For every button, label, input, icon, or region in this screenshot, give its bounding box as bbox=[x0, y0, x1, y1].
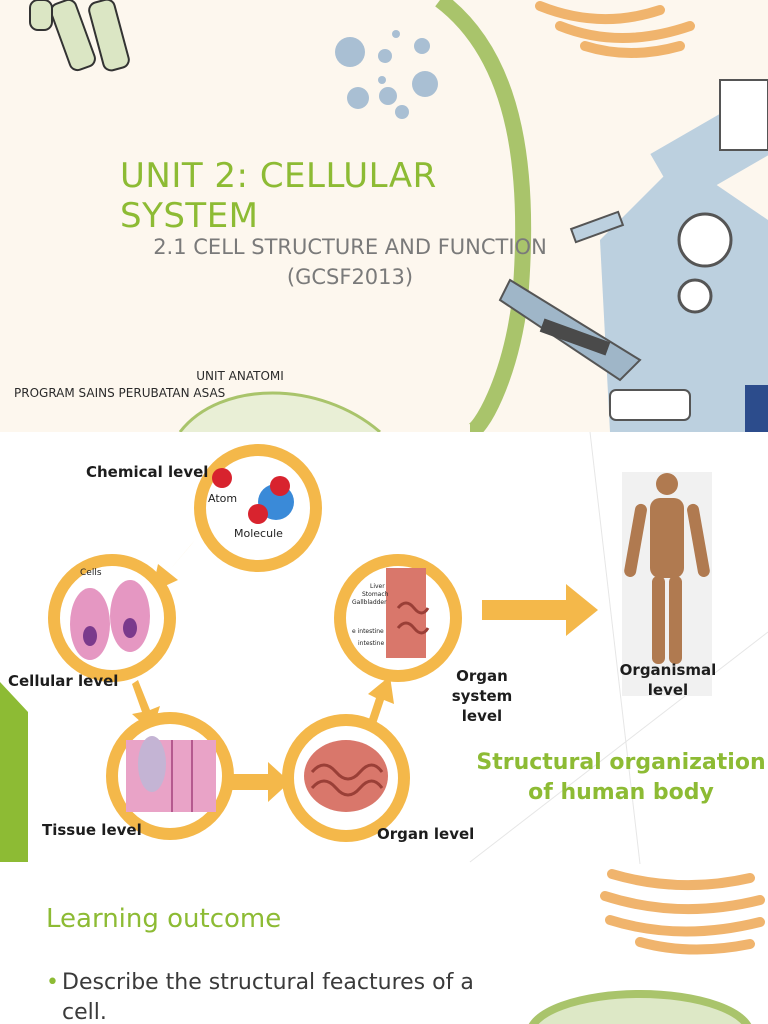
organ-level-label: Organ level bbox=[377, 825, 475, 843]
dots-decoration bbox=[335, 30, 438, 119]
subtitle-line-2: (GCSF2013) bbox=[286, 265, 414, 289]
learning-outcome-slide: Learning outcome • Describe the structur… bbox=[0, 864, 768, 1024]
cells-label: Cells bbox=[80, 568, 102, 578]
organ-level-ring bbox=[282, 714, 410, 842]
learning-outcome-bullet: • Describe the structural feactures of a… bbox=[46, 968, 502, 1024]
organismal-line-2: level bbox=[647, 681, 689, 699]
bullet-text: Describe the structural feactures of a c… bbox=[62, 970, 474, 1024]
cellular-level-label: Cellular level bbox=[8, 672, 119, 690]
liver-label: Liver bbox=[370, 583, 385, 590]
learning-outcome-heading: Learning outcome bbox=[46, 904, 282, 934]
human-body-illustration bbox=[622, 472, 712, 696]
stomach-label: Stomach bbox=[362, 591, 389, 598]
slide-subtitle: 2.1 CELL STRUCTURE AND FUNCTION (GCSF201… bbox=[140, 232, 560, 292]
organ-system-line-1: Organ system bbox=[451, 667, 513, 705]
accent-shape bbox=[0, 682, 28, 862]
organ-system-line-2: level bbox=[461, 707, 503, 725]
learning-outcome-decoration bbox=[528, 869, 765, 1024]
organismal-level-label: Organismal level bbox=[610, 660, 726, 700]
organization-diagram bbox=[0, 432, 768, 864]
title-slide: UNIT 2: CELLULAR SYSTEM 2.1 CELL STRUCTU… bbox=[0, 0, 768, 432]
tissue-level-ring bbox=[106, 712, 234, 840]
org-program: PROGRAM SAINS PERUBATAN ASAS bbox=[14, 386, 226, 400]
intestine-label-2: intestine bbox=[358, 640, 385, 647]
structural-organization-slide: Atom Molecule Cells Liver Stomach Gallbl… bbox=[0, 432, 768, 864]
tissue-level-label: Tissue level bbox=[42, 821, 142, 839]
org-unit: UNIT ANATOMI bbox=[196, 369, 284, 383]
atom-label: Atom bbox=[208, 492, 238, 505]
organ-system-level-label: Organ system level bbox=[424, 666, 540, 726]
slide-title: UNIT 2: CELLULAR SYSTEM bbox=[120, 156, 437, 236]
intestine-label-1: e intestine bbox=[352, 628, 384, 635]
structural-organization-heading: Structural organization of human body bbox=[474, 748, 768, 808]
molecule-label: Molecule bbox=[234, 527, 283, 540]
chemical-level-ring bbox=[194, 444, 322, 572]
cellular-level-ring bbox=[48, 554, 176, 682]
organismal-line-1: Organismal bbox=[619, 661, 717, 679]
gallbladder-label: Gallbladder bbox=[352, 599, 387, 606]
bullet-dot-icon: • bbox=[46, 970, 59, 995]
subtitle-line-1: 2.1 CELL STRUCTURE AND FUNCTION bbox=[153, 235, 547, 259]
heading-line-1: Structural organization bbox=[476, 750, 766, 775]
heading-line-2: of human body bbox=[528, 780, 714, 805]
title-slide-decoration bbox=[29, 0, 768, 432]
organ-system-level-ring bbox=[334, 554, 462, 682]
cells-decoration bbox=[29, 0, 130, 72]
microscope-illustration bbox=[498, 79, 768, 432]
organelle-decoration bbox=[535, 1, 695, 58]
chemical-level-label: Chemical level bbox=[86, 463, 209, 481]
